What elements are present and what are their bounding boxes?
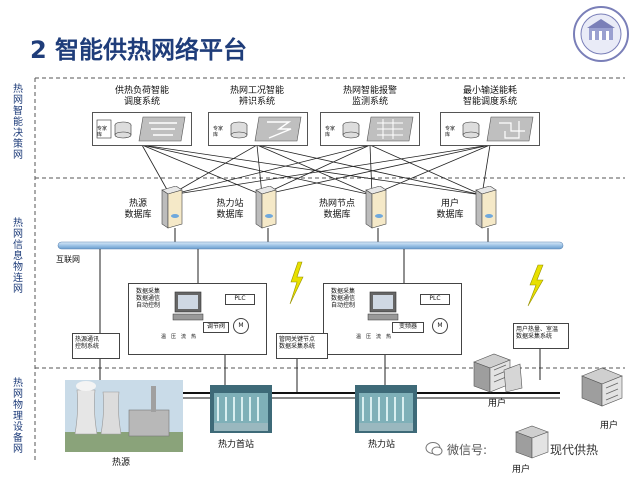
system-label-min-energy: 最小输送能耗智能调度系统 — [462, 86, 517, 107]
expert-db-label: 专家库 — [445, 126, 456, 138]
node-control-box: 管网关键节点数据采集系统 — [276, 333, 328, 359]
expert-db-label: 专家库 — [213, 126, 224, 138]
panel-text: 数据采集数据通信自动控制 — [331, 288, 356, 309]
system-box-condition-identify: 专家库 — [208, 112, 308, 146]
server-icon — [255, 186, 277, 229]
watermark-brand: 现代供热 — [550, 443, 599, 457]
system-label-alarm-monitor: 热网智能报警监测系统 — [342, 86, 397, 107]
db-label-station: 热力站数据库 — [216, 199, 244, 220]
sensor-flow-label: 流 — [181, 334, 187, 340]
server-icon — [365, 186, 387, 229]
building-icon — [581, 367, 623, 407]
building-icon — [473, 353, 523, 393]
db-label-source: 热源数据库 — [124, 199, 152, 220]
wechat-icon — [425, 440, 443, 458]
sensor-flow-label: 流 — [376, 334, 382, 340]
user-control-box: 用户热量、室温数据采集系统 — [513, 323, 569, 349]
station-image — [210, 385, 272, 433]
sensor-pressure-label: 压 — [171, 334, 177, 340]
page-title: 2 智能供热网络平台 — [30, 36, 248, 64]
server-icon — [475, 186, 497, 229]
building-icon — [515, 425, 549, 459]
motor-icon: M — [432, 318, 448, 334]
regulating-valve-box: 调节阀 — [203, 322, 229, 333]
site-label-source: 热源 — [112, 458, 131, 468]
layer-label-decision: 热网智能决策网 — [13, 84, 23, 161]
station-image — [355, 385, 417, 433]
expert-db-label: 专家库 — [97, 126, 108, 138]
server-icon — [161, 186, 183, 229]
db-label-node: 热网节点数据库 — [318, 199, 355, 220]
station-control-panel-1: 数据采集数据通信自动控制 PLC 调节阀 M 温 压 流 热 — [128, 283, 267, 355]
sensor-temp-label: 温 — [161, 334, 167, 340]
computer-icon — [367, 291, 399, 321]
motor-icon: M — [233, 318, 249, 334]
sensor-pressure-label: 压 — [366, 334, 372, 340]
site-label-user-2: 用户 — [600, 421, 619, 431]
station-control-panel-2: 数据采集数据通信自动控制 PLC 变频器 M 温 压 流 热 — [323, 283, 462, 355]
sensor-heat-label: 热 — [191, 334, 197, 340]
power-plant-image — [65, 380, 183, 452]
site-label-user-1: 用户 — [488, 399, 507, 409]
system-box-load-dispatch: 专家库 — [92, 112, 192, 146]
source-control-box: 热源通讯控制系统 — [72, 333, 120, 359]
inverter-box: 变频器 — [392, 322, 424, 333]
system-box-min-energy: 专家库 — [440, 112, 540, 146]
system-box-alarm-monitor: 专家库 — [320, 112, 420, 146]
sensor-heat-label: 热 — [386, 334, 392, 340]
university-logo — [572, 4, 630, 64]
layer-label-physical: 热网物理设备网 — [13, 378, 23, 455]
expert-db-label: 专家库 — [325, 126, 336, 138]
computer-icon — [172, 291, 204, 321]
system-label-load-dispatch: 供热负荷智能调度系统 — [114, 86, 169, 107]
layer-label-iot: 热网信息物连网 — [13, 218, 23, 295]
watermark-text: 微信号: — [447, 443, 488, 457]
db-label-user: 用户数据库 — [436, 199, 464, 220]
internet-label: 互联网 — [56, 255, 80, 264]
site-label-station: 热力站 — [368, 440, 396, 450]
plc-box: PLC — [225, 294, 255, 305]
plc-box: PLC — [420, 294, 450, 305]
site-label-first-station: 热力首站 — [218, 440, 255, 450]
site-label-user-3: 用户 — [512, 465, 531, 475]
panel-text: 数据采集数据通信自动控制 — [136, 288, 161, 309]
system-label-condition-identify: 热网工况智能辨识系统 — [229, 86, 284, 107]
sensor-temp-label: 温 — [356, 334, 362, 340]
